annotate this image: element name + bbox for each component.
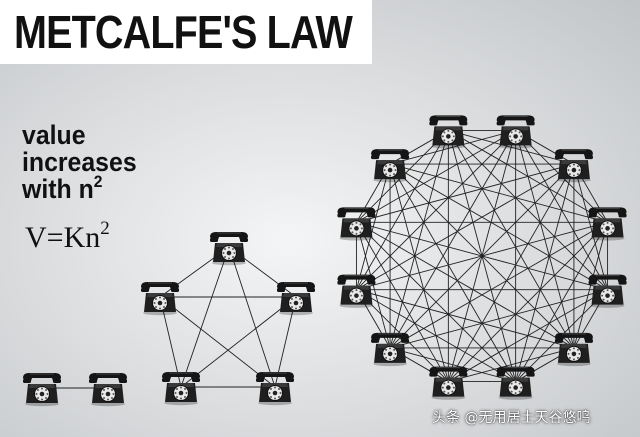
title-band: METCALFE'S LAW <box>0 0 372 64</box>
rotary-telephone-icon <box>496 366 536 401</box>
network-12-edge <box>389 163 575 349</box>
network-12-edge <box>389 163 517 382</box>
rotary-telephone-icon <box>370 148 410 183</box>
network-12-edge <box>389 163 608 223</box>
network-12-edge <box>448 347 575 383</box>
rotary-telephone-icon <box>496 114 536 150</box>
network-nodes <box>22 114 628 407</box>
network-12-edge <box>447 163 575 382</box>
rotary-telephone-icon <box>255 371 295 406</box>
network-5-edge <box>180 246 230 388</box>
rotary-telephone-icon <box>428 114 468 150</box>
network-12-edge <box>389 163 449 382</box>
network-12-edge <box>389 289 608 349</box>
network-12-edge <box>355 222 391 349</box>
rotary-telephone-icon <box>161 371 201 406</box>
rotary-telephone-icon <box>88 372 128 407</box>
watermark: 头条 @无用居士天谷悠鸣 <box>432 410 591 426</box>
network-5-edge <box>180 296 297 388</box>
rotary-telephone-icon <box>554 148 594 183</box>
rotary-telephone-icon <box>22 372 62 407</box>
network-12-edge <box>389 130 517 349</box>
tagline-exponent: 2 <box>93 172 103 191</box>
formula-exponent: 2 <box>100 218 110 239</box>
formula-base: V=Kn <box>25 221 101 254</box>
network-12-edge <box>389 221 608 349</box>
rotary-telephone-icon <box>370 332 410 367</box>
tagline-line-1: value <box>22 120 86 150</box>
network-12-edge <box>356 163 575 291</box>
rotary-telephone-icon <box>588 206 628 242</box>
rotary-telephone-icon <box>276 281 316 316</box>
network-5-edge <box>228 246 276 388</box>
formula: V=Kn2 <box>25 219 110 254</box>
rotary-telephone-icon <box>336 206 376 242</box>
rotary-telephone-icon <box>140 281 180 316</box>
network-12-edge <box>356 222 449 382</box>
network-12-edge <box>356 221 575 349</box>
page-title: METCALFE'S LAW <box>14 6 353 58</box>
rotary-telephone-icon <box>336 274 376 309</box>
tagline: value increases with n2 <box>22 122 137 203</box>
network-edges <box>42 129 609 389</box>
network-12-edge <box>356 222 516 382</box>
network-12-edge <box>355 163 391 290</box>
rotary-telephone-icon <box>554 332 594 367</box>
rotary-telephone-icon <box>588 274 628 309</box>
network-12-edge <box>356 289 575 349</box>
tagline-line-3: with n2 <box>22 173 137 204</box>
rotary-telephone-icon <box>428 366 468 401</box>
network-5-edge <box>159 296 276 388</box>
network-12-edge <box>447 130 575 349</box>
network-12-edge <box>356 163 575 223</box>
tagline-line-3-text: with n <box>22 174 94 204</box>
network-12-edge <box>389 347 516 383</box>
rotary-telephone-icon <box>209 231 249 266</box>
network-12-edge <box>389 163 608 291</box>
tagline-line-2: increases <box>22 147 137 177</box>
